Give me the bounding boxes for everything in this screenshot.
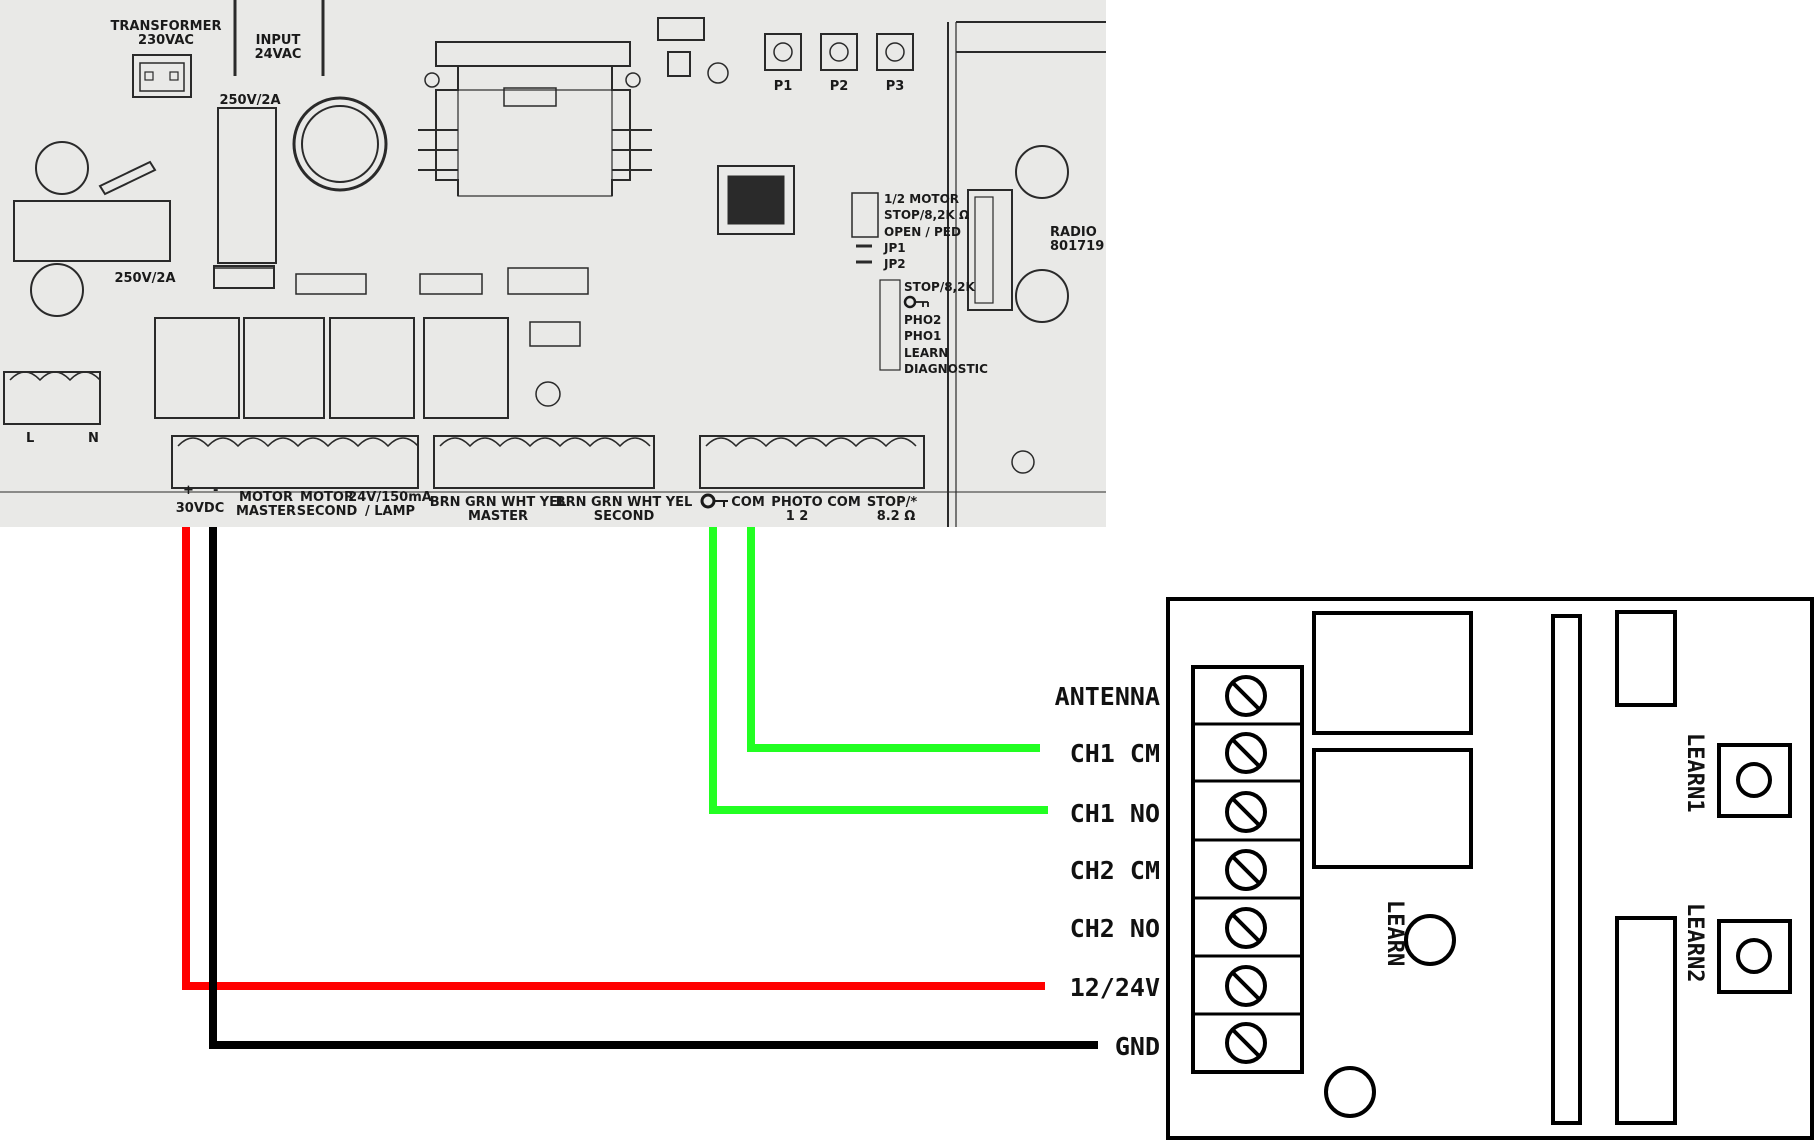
radio-id: 801719	[1050, 239, 1104, 254]
com-label-2: COM	[827, 495, 861, 510]
jumper-label-5: JP2	[883, 257, 906, 271]
led-label-pho2: PHO2	[904, 313, 941, 327]
motor-master-label-2: MASTER	[236, 504, 296, 519]
transformer-label: TRANSFORMER	[111, 19, 222, 34]
jumper-label-4: JP1	[883, 241, 906, 255]
jumper-label-3: OPEN / PED	[884, 225, 961, 239]
receiver-board: LEARN LEARN1 LEARN2	[1166, 597, 1814, 1140]
controller-labels: TRANSFORMER 230VAC INPUT 24VAC 250V/2A 2…	[26, 19, 1104, 524]
terminal-label-gnd: GND	[1115, 1032, 1160, 1061]
photo-label: PHOTO	[771, 495, 822, 510]
terminal-screws	[1195, 675, 1300, 1064]
terminal-screw	[1195, 849, 1300, 900]
learn1-label: LEARN1	[1682, 733, 1707, 812]
photo-nums-label: 1 2	[786, 509, 809, 524]
plus-label: +	[183, 483, 194, 498]
lamp-label: 24V/150mA	[348, 490, 432, 505]
led-label-stop: STOP/8,2K	[904, 280, 975, 294]
fuse-label-2: 250V/2A	[114, 271, 175, 286]
wires	[182, 527, 1098, 1049]
receiver-terminal-labels: ANTENNA CH1 CM CH1 NO CH2 CM CH2 NO 12/2…	[1055, 682, 1160, 1061]
input-voltage: 24VAC	[255, 47, 302, 62]
p3-label: P3	[886, 79, 905, 94]
second-label: SECOND	[594, 509, 655, 524]
p2-label: P2	[830, 79, 849, 94]
jumper-label-1: 1/2 MOTOR	[884, 192, 959, 206]
terminal-screw	[1195, 907, 1300, 958]
mains-l-label: L	[26, 431, 34, 446]
terminal-screw	[1195, 791, 1300, 842]
terminal-screw	[1195, 732, 1300, 783]
key-contact-icon	[700, 493, 728, 509]
motor-second-label: MOTOR	[300, 490, 354, 505]
com-label-1: COM	[731, 495, 765, 510]
stop-label: STOP/*	[867, 495, 918, 510]
master-label: MASTER	[468, 509, 528, 524]
terminal-label-ch1-cm: CH1 CM	[1070, 739, 1160, 768]
input-label: INPUT	[256, 33, 301, 48]
learn2-button[interactable]	[1717, 919, 1792, 994]
wires-master-label: BRN GRN WHT YEL	[430, 495, 567, 510]
wires-second-label: BRN GRN WHT YEL	[556, 495, 693, 510]
led-label-learn: LEARN	[904, 346, 948, 360]
motor-master-label: MOTOR	[239, 490, 293, 505]
key-icon	[903, 295, 929, 309]
wire-green-ch1-cm	[747, 527, 1040, 752]
transformer-voltage: 230VAC	[138, 33, 194, 48]
lamp-label-2: / LAMP	[365, 504, 415, 519]
led-label-pho1: PHO1	[904, 329, 941, 343]
fuse-label-1: 250V/2A	[219, 93, 280, 108]
terminal-label-power: 12/24V	[1070, 973, 1160, 1002]
radio-label: RADIO	[1050, 225, 1097, 240]
controller-board	[0, 0, 1106, 527]
wire-green-ch1-no	[709, 527, 1048, 814]
terminal-label-antenna: ANTENNA	[1055, 682, 1160, 711]
terminal-screw	[1225, 1022, 1267, 1064]
wire-black-ground	[209, 527, 1098, 1049]
motor-second-label-2: SECOND	[297, 504, 358, 519]
p1-label: P1	[774, 79, 793, 94]
terminal-label-ch2-no: CH2 NO	[1070, 914, 1160, 943]
led-label-diagnostic: DIAGNOSTIC	[904, 362, 988, 376]
vdc-label: 30VDC	[176, 501, 224, 516]
learn2-label: LEARN2	[1682, 903, 1707, 982]
terminal-label-ch1-no: CH1 NO	[1070, 799, 1160, 828]
terminal-screw	[1195, 675, 1300, 726]
minus-label: -	[213, 483, 218, 498]
wire-red-power	[182, 527, 1045, 990]
stop-ohm-label: 8.2 Ω	[877, 509, 916, 524]
learn1-button[interactable]	[1717, 743, 1792, 818]
jumper-label-2: STOP/8,2K Ω	[884, 208, 969, 222]
terminal-label-ch2-cm: CH2 CM	[1070, 856, 1160, 885]
learn-label: LEARN	[1382, 900, 1407, 966]
terminal-screw	[1195, 965, 1300, 1016]
mains-n-label: N	[88, 431, 99, 446]
